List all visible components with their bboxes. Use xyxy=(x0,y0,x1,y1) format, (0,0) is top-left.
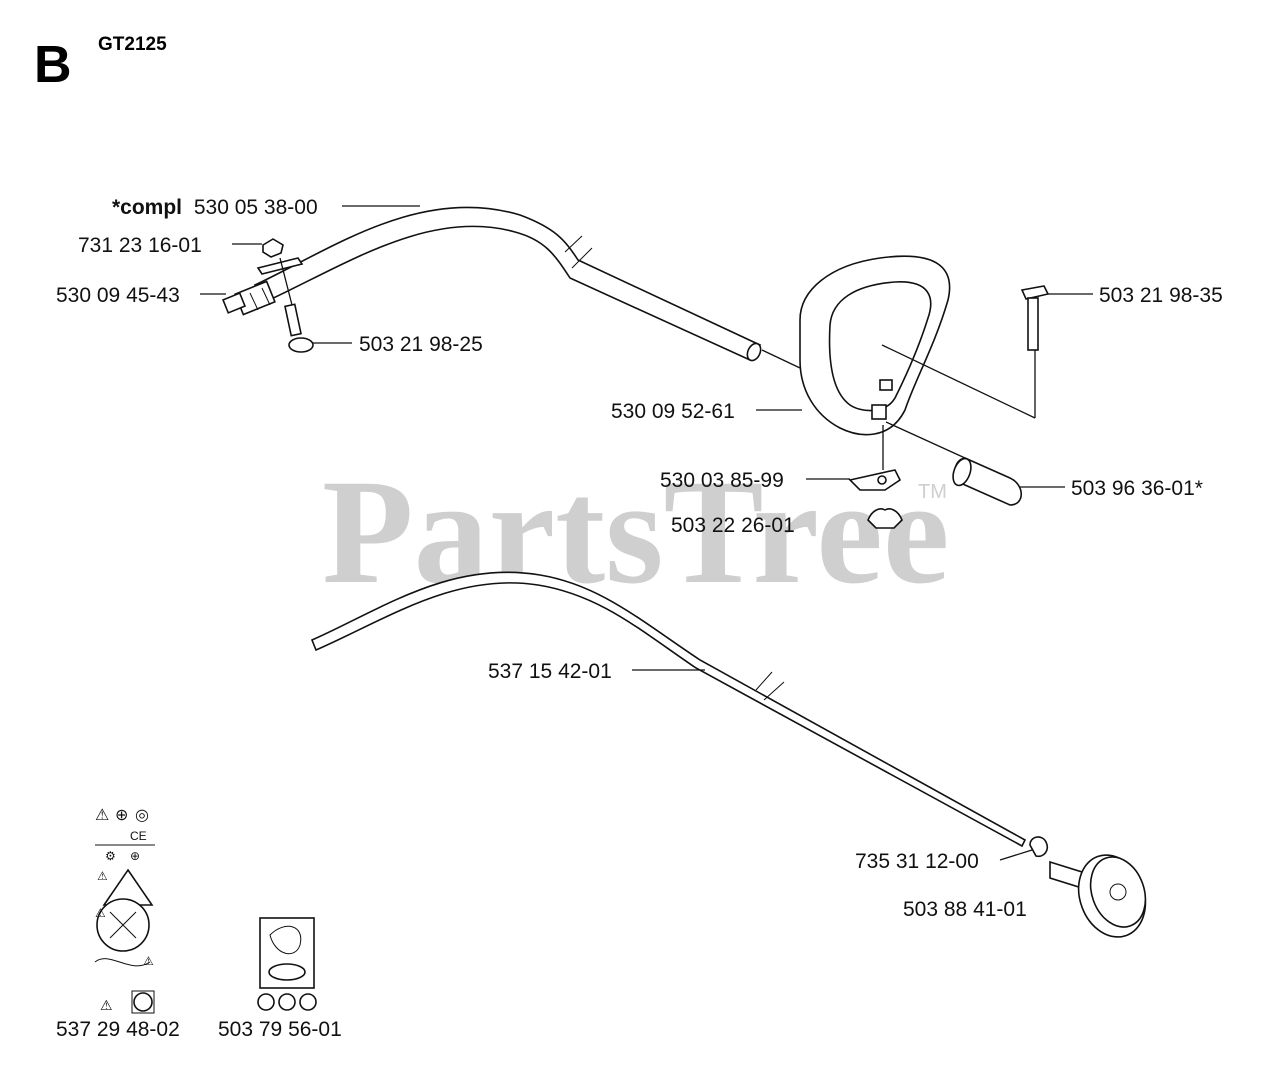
part-label-coupling: 530 09 45-43 xyxy=(56,284,180,307)
part-label-sleeve: 503 96 36-01* xyxy=(1071,477,1203,500)
part-prefix: *compl xyxy=(112,196,182,219)
part-label-clamp: 530 03 85-99 xyxy=(660,469,784,492)
part-label-drum: 503 88 41-01 xyxy=(903,898,1027,921)
nut-top-part xyxy=(256,238,304,275)
watermark-trademark: TM xyxy=(918,481,947,503)
watermark: PartsTree xyxy=(322,449,949,615)
part-label-drive-shaft: 537 15 42-01 xyxy=(488,660,612,683)
screw-left-part xyxy=(279,257,314,353)
decal-symbol-icon: ⊕ xyxy=(130,849,140,863)
decal-symbol-icon: ⚠ xyxy=(100,997,113,1013)
screw-right-part xyxy=(1020,285,1050,351)
section-letter: B xyxy=(34,36,72,94)
sleeve-part xyxy=(952,457,1023,506)
warning-triangle-icon: ⚠ xyxy=(143,954,154,968)
handle-guide-sleeve xyxy=(885,421,966,459)
model-title: GT2125 xyxy=(98,34,167,55)
decal-symbol-icon: ⚙ xyxy=(105,849,116,863)
leader-circlip xyxy=(999,849,1033,861)
coupling-part xyxy=(221,280,276,316)
decal-symbol-icon: ◎ xyxy=(135,807,149,824)
decal-symbol-icon: ⊕ xyxy=(115,807,128,824)
drum-part xyxy=(1049,854,1147,938)
part-number: 530 05 38-00 xyxy=(194,196,318,219)
warning-triangle-icon: ⚠ xyxy=(97,869,108,883)
part-label-circlip: 735 31 12-00 xyxy=(855,850,979,873)
part-label-screw-right: 503 21 98-35 xyxy=(1099,284,1223,307)
part-label-wing-nut: 503 22 26-01 xyxy=(671,514,795,537)
loop-handle xyxy=(799,255,951,436)
decal-set-2-art xyxy=(257,917,317,1011)
part-label-tube-compl: *compl 530 05 38-00 xyxy=(112,196,318,219)
part-label-handle: 530 09 52-61 xyxy=(611,400,735,423)
part-label-decal-set-2: 503 79 56-01 xyxy=(218,1018,342,1041)
handle-guide-tube xyxy=(761,349,801,369)
warning-triangle-icon: ⚠ xyxy=(95,807,109,824)
decal-set-1-art: ⚠ ⊕ ◎ CE ⚙ ⊕ ⚠ ⚠ ⚠ ⚠ xyxy=(94,807,155,1014)
warning-triangle-icon: ⚠ xyxy=(95,906,106,920)
circlip-part xyxy=(1029,836,1049,858)
drive-shaft-part xyxy=(310,571,1027,848)
clamp-part xyxy=(848,469,902,491)
ce-mark-icon: CE xyxy=(130,829,147,843)
part-label-decal-set-1: 537 29 48-02 xyxy=(56,1018,180,1041)
part-label-nut-top: 731 23 16-01 xyxy=(78,234,202,257)
handle-guide-screw xyxy=(881,344,1036,419)
part-label-screw-left: 503 21 98-25 xyxy=(359,333,483,356)
wing-nut-part xyxy=(867,508,903,529)
shaft-tube xyxy=(253,206,762,362)
